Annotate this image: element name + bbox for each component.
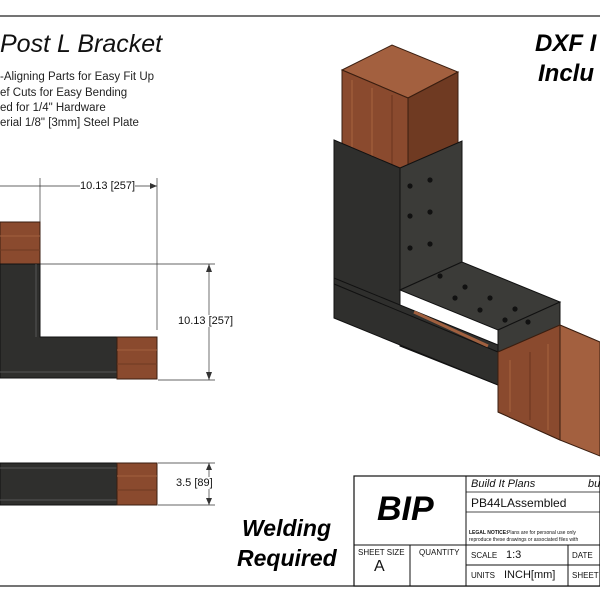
feature-line-1: -Aligning Parts for Easy Fit Up xyxy=(0,71,155,83)
scale-label: SCALE xyxy=(471,551,498,560)
drawing-title: Post L Bracket xyxy=(0,30,163,58)
bip-logo: BIP xyxy=(377,490,434,528)
part-name: PB44LAssembled xyxy=(471,496,567,510)
company-suffix: bu xyxy=(588,478,600,490)
width-dimension-label: 10.13 [257] xyxy=(80,180,136,192)
feature-line-2: ef Cuts for Easy Bending xyxy=(0,87,128,99)
legal-notice-text: Plans are for personal use only xyxy=(507,530,576,536)
legal-notice-text-2: reproduce these drawings or associated f… xyxy=(469,537,579,543)
thickness-dimension-label: 3.5 [89] xyxy=(176,477,213,489)
sheet-label: SHEET xyxy=(572,571,599,580)
legal-notice-label: LEGAL NOTICE: xyxy=(469,530,508,536)
dxf-promo-line-2: Inclu xyxy=(538,60,595,87)
sheet-size-label: SHEET SIZE xyxy=(358,548,405,557)
units-value: INCH[mm] xyxy=(504,569,556,581)
scale-value: 1:3 xyxy=(506,549,522,561)
feature-line-3: ed for 1/4" Hardware xyxy=(0,102,106,114)
height-dimension-label: 10.13 [257] xyxy=(178,315,234,327)
feature-line-4: erial 1/8" [3mm] Steel Plate xyxy=(0,117,139,129)
date-label: DATE xyxy=(572,551,593,560)
welding-note-line-2: Required xyxy=(237,545,337,571)
dxf-promo-line-1: DXF I xyxy=(535,30,597,57)
quantity-label: QUANTITY xyxy=(419,548,460,557)
company-name: Build It Plans xyxy=(471,478,536,490)
units-label: UNITS xyxy=(471,571,495,580)
sheet-size-value: A xyxy=(374,558,385,575)
welding-note-line-1: Welding xyxy=(242,515,332,541)
